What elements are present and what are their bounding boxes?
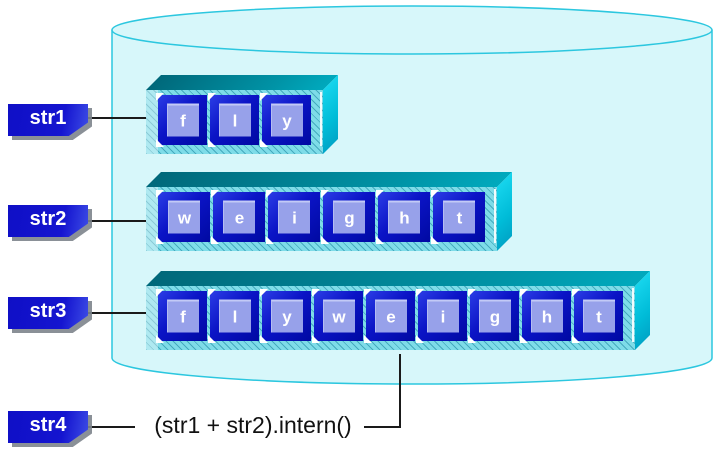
tile-face: g [333, 200, 365, 234]
letter-tile: w [158, 192, 210, 242]
letter-tile: g [323, 192, 375, 242]
tile-face: f [166, 103, 199, 137]
tile-face: l [218, 103, 251, 137]
tile-letter: g [489, 307, 501, 326]
tile-letter: t [456, 208, 463, 227]
label-str4: str4 [8, 411, 88, 443]
letter-tile: h [522, 291, 571, 341]
letter-tile: t [574, 291, 623, 341]
label-str1: str1 [8, 104, 88, 136]
tile-letter: h [399, 208, 410, 227]
tray-top-face [146, 172, 512, 187]
label-text: str3 [29, 300, 67, 322]
label-text: str1 [29, 107, 67, 129]
connector-str2 [88, 220, 146, 222]
letter-tile: l [210, 291, 259, 341]
letter-tile: f [158, 95, 207, 145]
tile-letter: e [234, 208, 245, 227]
tile-letter: y [282, 111, 292, 130]
tile-face: i [278, 200, 310, 234]
tile-face: e [223, 200, 255, 234]
tile-letter: w [332, 307, 346, 326]
label-shape: str4 [8, 411, 88, 443]
label-shape: str3 [8, 297, 88, 329]
tile-letter: y [282, 307, 292, 326]
tile-face: f [166, 299, 199, 333]
tile-letter: t [596, 307, 602, 326]
label-shape: str2 [8, 205, 88, 237]
connector-intern-horizontal [364, 426, 401, 428]
tile-face: t [582, 299, 615, 333]
label-text: str4 [29, 414, 67, 436]
tile-face: y [270, 299, 303, 333]
letter-tile: i [418, 291, 467, 341]
letter-tile: y [262, 291, 311, 341]
letter-tile: i [268, 192, 320, 242]
tile-letter: g [344, 208, 355, 227]
tile-letter: e [386, 307, 396, 326]
tile-face: y [270, 103, 303, 137]
tile-letter: f [180, 307, 186, 326]
tile-letter: l [232, 111, 238, 130]
tile-letter: i [292, 208, 297, 227]
connector-str4-left [88, 426, 135, 428]
tile-face: w [168, 200, 200, 234]
tile-letter: w [177, 208, 192, 227]
tray-highlight [320, 92, 322, 146]
label-str3: str3 [8, 297, 88, 329]
letter-tile: y [262, 95, 311, 145]
letter-tile: g [470, 291, 519, 341]
letter-tile: w [314, 291, 363, 341]
tray-highlight [632, 288, 634, 342]
tile-letter: l [232, 307, 238, 326]
letter-tile: h [378, 192, 430, 242]
tray-highlight [494, 189, 496, 243]
tile-face: t [443, 200, 475, 234]
tile-face: i [426, 299, 459, 333]
letter-tile: f [158, 291, 207, 341]
letter-tile: e [366, 291, 415, 341]
tile-face: g [478, 299, 511, 333]
label-text: str2 [29, 208, 67, 230]
connector-str3 [88, 312, 146, 314]
letter-tile: e [213, 192, 265, 242]
tile-face: e [374, 299, 407, 333]
letter-tile: t [433, 192, 485, 242]
connector-str1 [88, 117, 146, 119]
tile-letter: i [440, 307, 446, 326]
tile-face: w [322, 299, 355, 333]
letter-tile: l [210, 95, 259, 145]
label-shape: str1 [8, 104, 88, 136]
tile-letter: h [541, 307, 553, 326]
tile-face: h [530, 299, 563, 333]
intern-expression: (str1 + str2).intern() [154, 412, 352, 438]
tray-top-face [146, 75, 338, 90]
tile-face: h [388, 200, 420, 234]
cylinder-top-rim [111, 5, 713, 55]
tile-face: l [218, 299, 251, 333]
cylinder-body-outline [111, 30, 713, 385]
connector-intern-vertical [399, 354, 401, 428]
label-str2: str2 [8, 205, 88, 237]
tile-letter: f [180, 111, 186, 130]
tray-top-face [146, 271, 650, 286]
